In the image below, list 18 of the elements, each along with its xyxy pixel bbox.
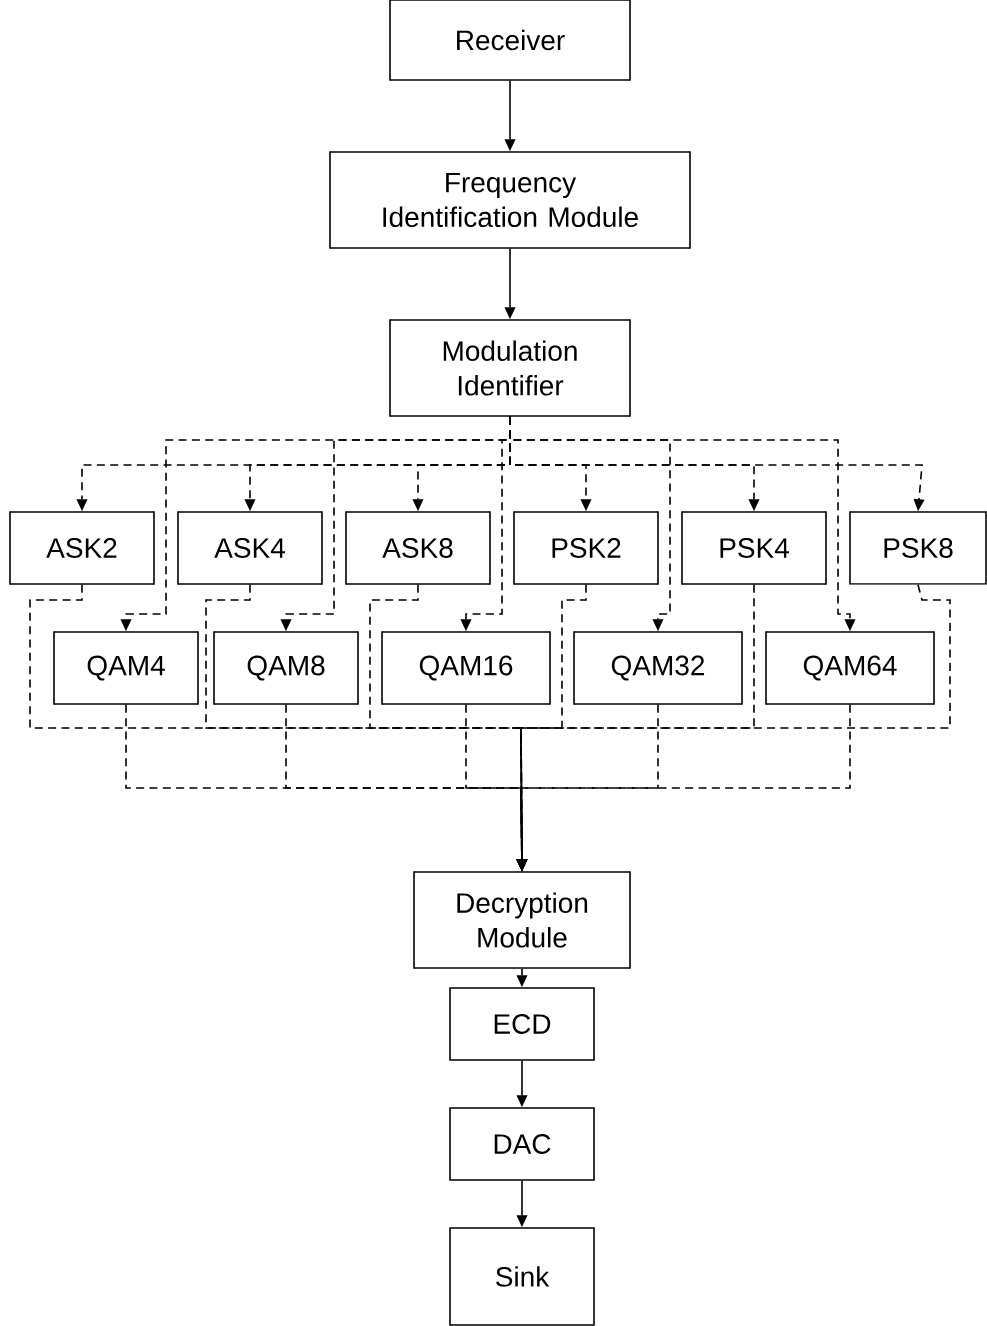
process-box: ASK8 [345, 511, 491, 585]
process-box: QAM16 [381, 631, 551, 705]
process-box: ASK4 [177, 511, 323, 585]
process-box: Decryption Module [413, 871, 631, 969]
process-box: QAM64 [765, 631, 935, 705]
process-box: PSK8 [849, 511, 987, 585]
process-box: ECD [449, 987, 595, 1061]
process-box: QAM8 [213, 631, 359, 705]
process-box: Receiver [389, 0, 631, 81]
process-box: PSK2 [513, 511, 659, 585]
process-box: Sink [449, 1227, 595, 1326]
process-box: QAM4 [53, 631, 199, 705]
process-box: DAC [449, 1107, 595, 1181]
process-box: Frequency Identification Module [329, 151, 691, 249]
process-box: ASK2 [9, 511, 155, 585]
process-box: PSK4 [681, 511, 827, 585]
process-box: QAM32 [573, 631, 743, 705]
process-box: Modulation Identifier [389, 319, 631, 417]
